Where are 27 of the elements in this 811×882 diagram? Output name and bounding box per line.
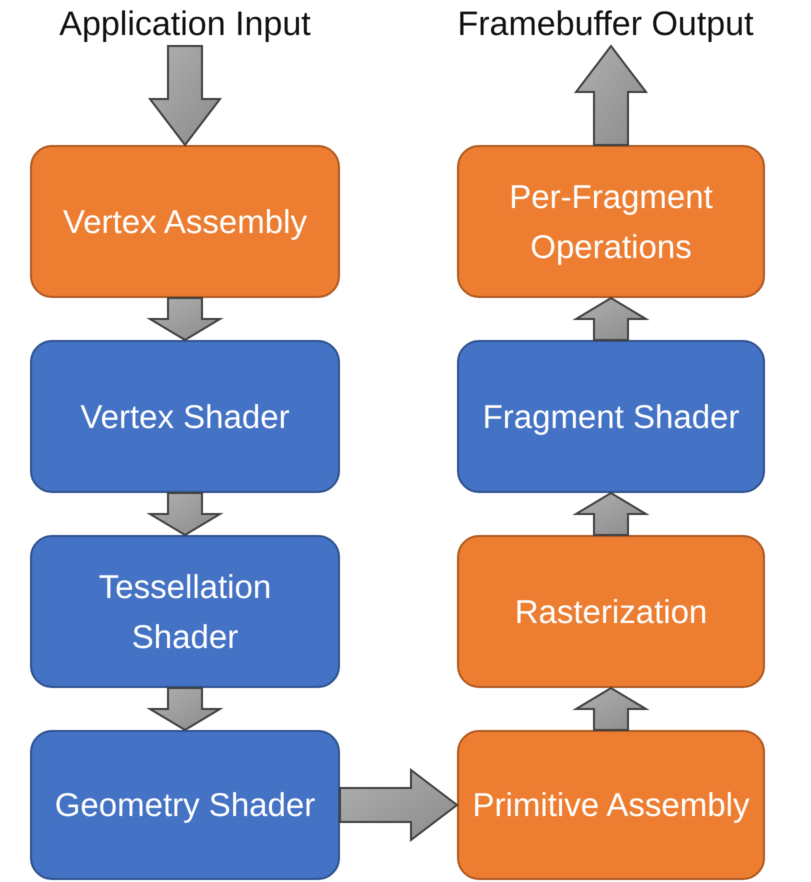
stage-label: Geometry Shader (54, 785, 316, 826)
heading-text: Application Input (0, 2, 370, 46)
stage-label: Tessellation Shader (98, 567, 272, 656)
block-arrow (572, 296, 650, 341)
block-arrow (574, 44, 648, 146)
stage-box (457, 535, 765, 688)
block-arrow (572, 686, 650, 731)
stage-box (30, 730, 340, 880)
stage-label: Vertex Shader (80, 396, 290, 437)
stage-box (30, 340, 340, 493)
block-arrow (146, 297, 224, 342)
block-arrow (148, 45, 222, 147)
block-arrow (146, 492, 224, 536)
heading-text: Framebuffer Output (400, 2, 811, 46)
stage-box (30, 145, 340, 298)
stage-box (457, 730, 765, 880)
block-arrow (339, 768, 459, 842)
stage-box (30, 535, 340, 688)
stage-label: Vertex Assembly (63, 202, 307, 242)
stage-label: Rasterization (514, 592, 708, 632)
block-arrow (572, 492, 650, 536)
stage-label: Fragment Shader (482, 396, 740, 437)
stage-label: Primitive Assembly (472, 785, 750, 826)
stage-box (457, 145, 765, 298)
block-arrow (146, 687, 224, 732)
stage-label: Per-Fragment Operations (508, 177, 714, 267)
stage-box (457, 340, 765, 493)
